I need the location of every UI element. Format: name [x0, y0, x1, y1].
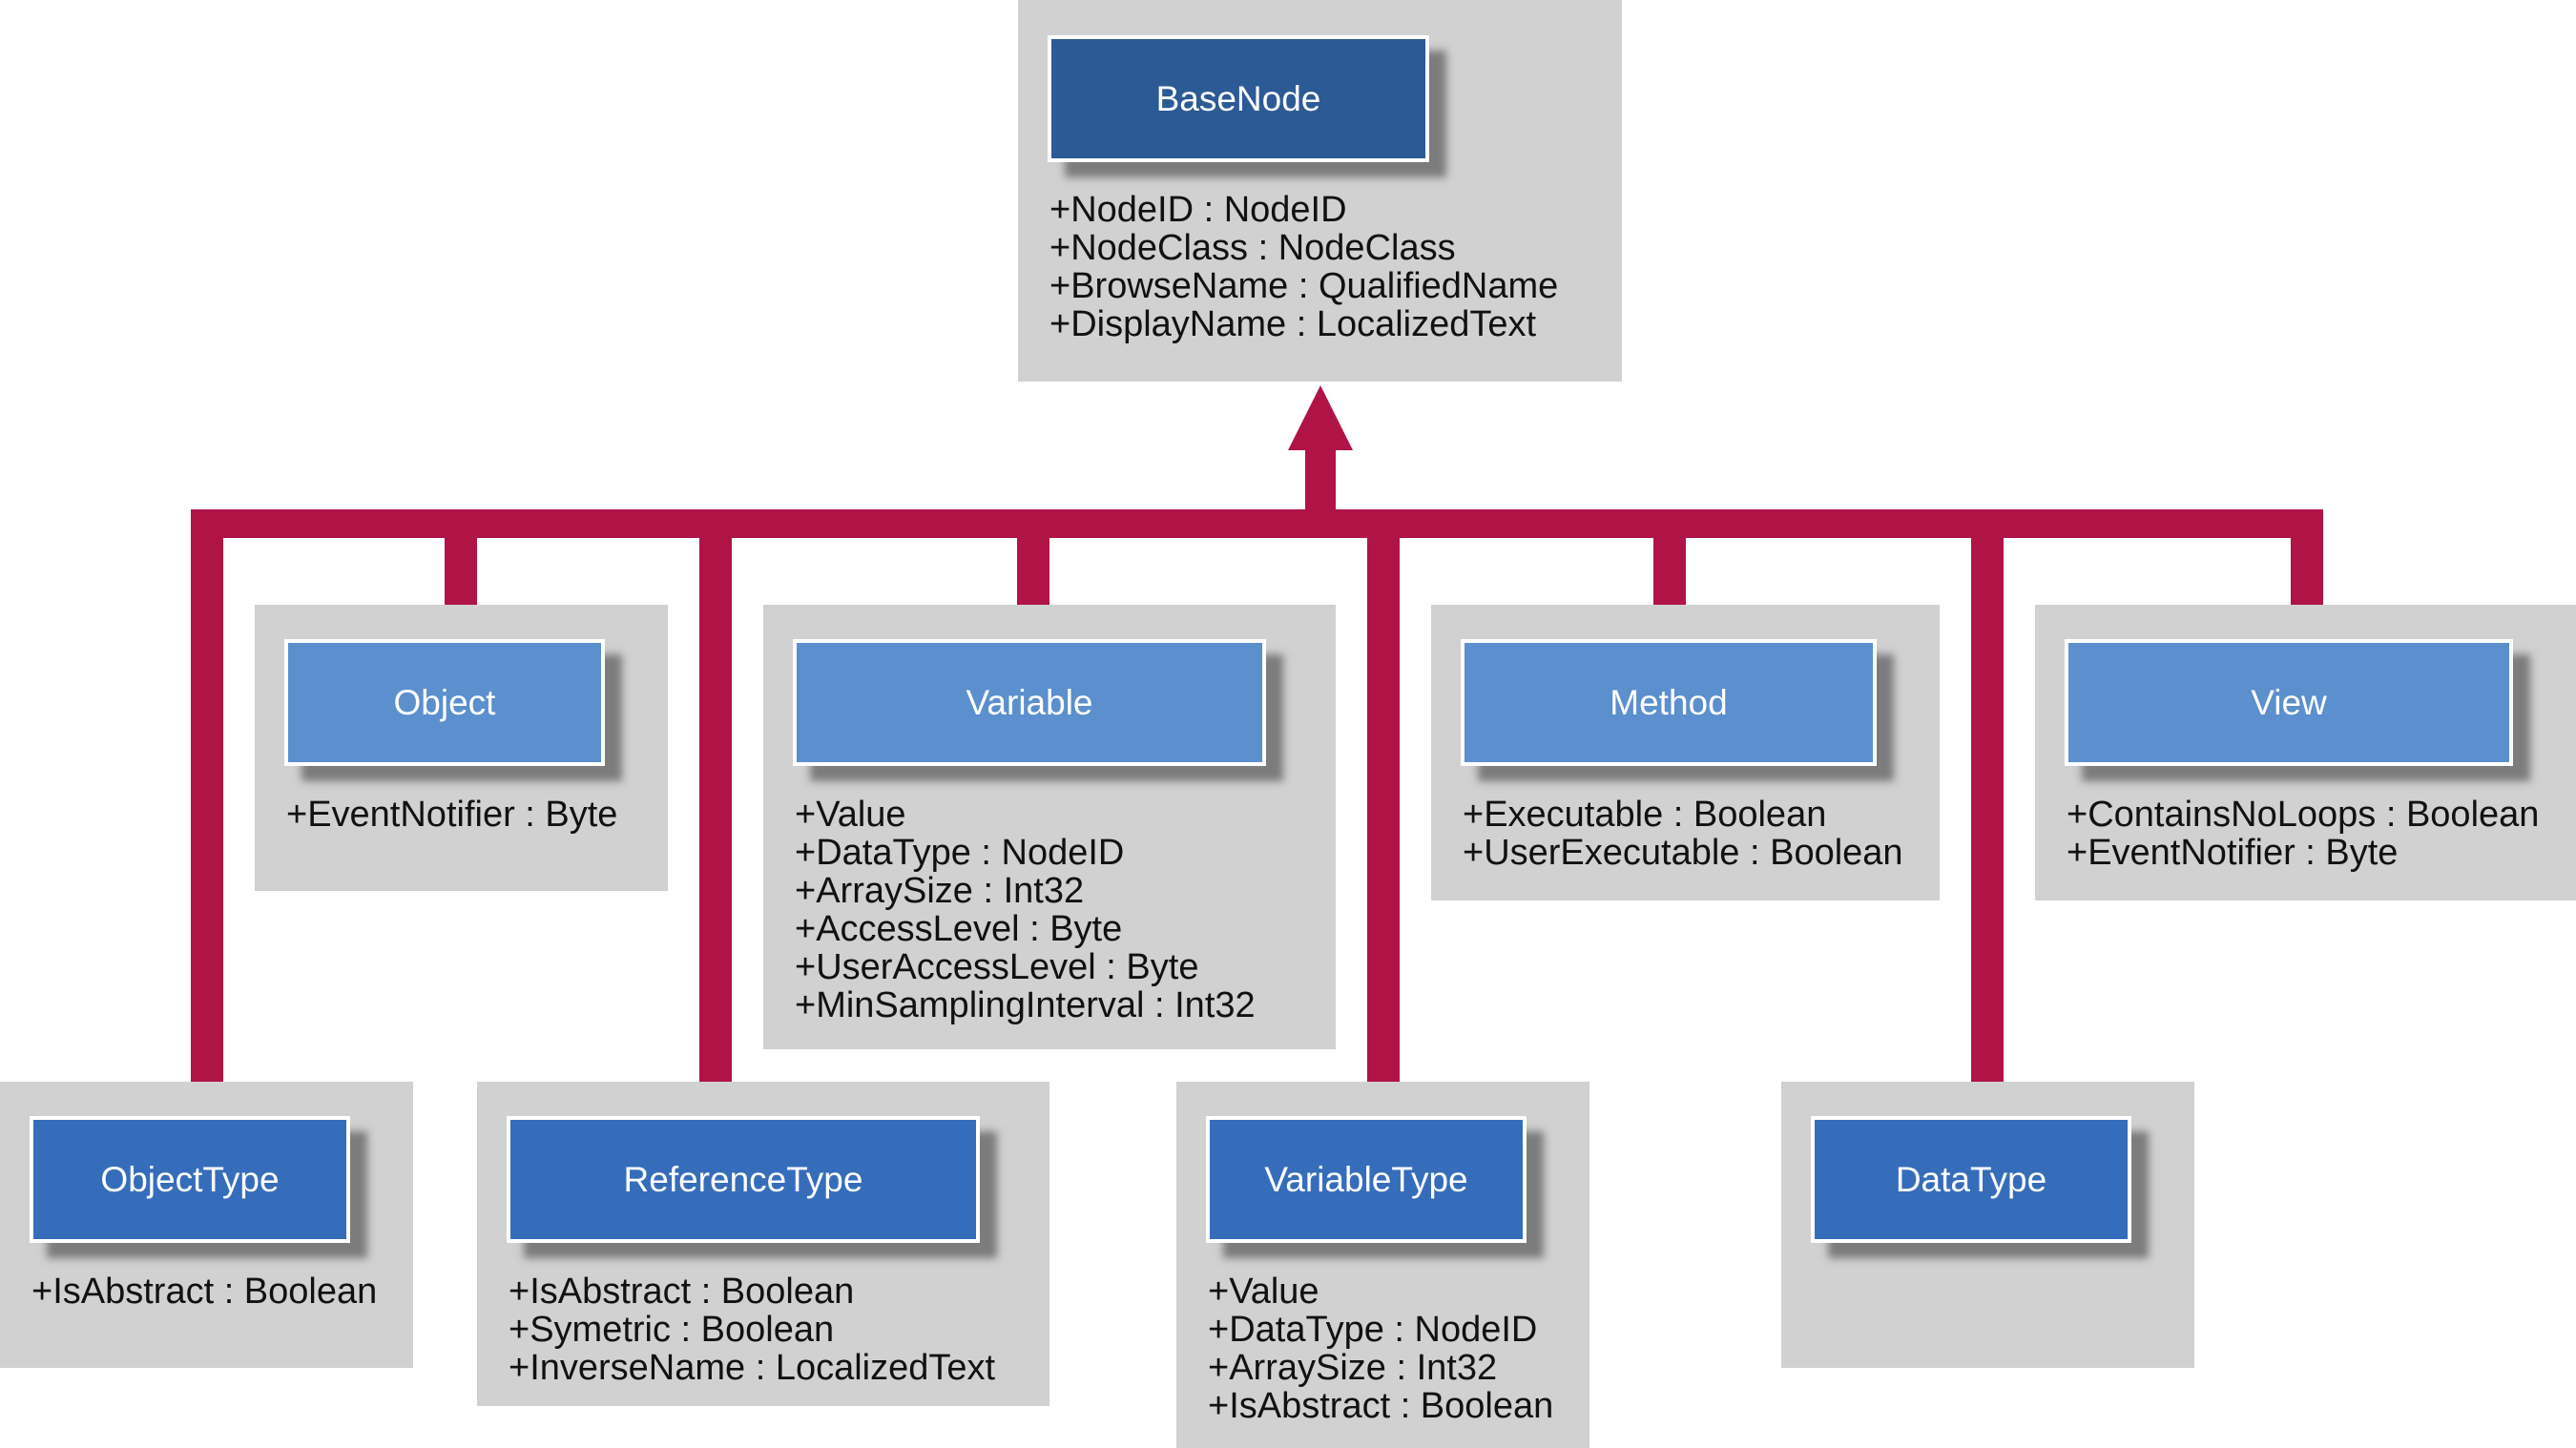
node-referencetype: ReferenceType +IsAbstract : Boolean +Sym…: [477, 1082, 1049, 1406]
attribute-item: +MinSamplingInterval : Int32: [795, 985, 1256, 1025]
attribute-item: +EventNotifier : Byte: [2067, 833, 2399, 873]
node-basenode-header: BaseNode: [1048, 35, 1429, 162]
attribute-item: +IsAbstract : Boolean: [1208, 1386, 1554, 1426]
node-basenode: BaseNode +NodeID : NodeID +NodeClass : N…: [1018, 0, 1622, 382]
attribute-item: +UserExecutable : Boolean: [1463, 833, 1903, 873]
attribute-item: +Executable : Boolean: [1463, 795, 1827, 835]
attribute-item: +UserAccessLevel : Byte: [795, 947, 1199, 987]
attribute-item: +DataType : NodeID: [795, 833, 1125, 873]
node-variabletype-attributes: +Value +DataType : NodeID +ArraySize : I…: [1208, 1272, 1553, 1425]
node-method-attributes: +Executable : Boolean +UserExecutable : …: [1463, 796, 1903, 872]
attribute-item: +Value: [795, 795, 906, 835]
attribute-item: +DataType : NodeID: [1208, 1310, 1538, 1350]
connector-drop-datatype: [1971, 524, 2004, 1084]
node-objecttype-header: ObjectType: [30, 1116, 350, 1243]
attribute-item: +EventNotifier : Byte: [286, 795, 618, 835]
inheritance-arrowhead: [1288, 385, 1353, 450]
node-variable: Variable +Value +DataType : NodeID +Arra…: [763, 605, 1336, 1049]
node-variabletype-header: VariableType: [1206, 1116, 1527, 1243]
attribute-item: +BrowseName : QualifiedName: [1049, 266, 1559, 306]
attribute-item: +ArraySize : Int32: [795, 871, 1085, 911]
node-variable-header: Variable: [793, 639, 1266, 766]
node-basenode-attributes: +NodeID : NodeID +NodeClass : NodeClass …: [1049, 191, 1558, 343]
node-variable-attributes: +Value +DataType : NodeID +ArraySize : I…: [795, 796, 1256, 1024]
connector-drop-view: [2291, 524, 2323, 606]
attribute-item: +NodeID : NodeID: [1049, 190, 1347, 230]
attribute-item: +NodeClass : NodeClass: [1049, 228, 1456, 268]
connector-drop-variable: [1017, 524, 1049, 606]
node-objecttype: ObjectType +IsAbstract : Boolean: [0, 1082, 413, 1368]
attribute-item: +Symetric : Boolean: [509, 1310, 835, 1350]
node-view-attributes: +ContainsNoLoops : Boolean +EventNotifie…: [2067, 796, 2539, 872]
connector-drop-method: [1653, 524, 1686, 606]
connector-bus: [191, 509, 2323, 538]
connector-drop-variabletype: [1367, 524, 1400, 1084]
connector-drop-referencetype: [699, 524, 732, 1084]
attribute-item: +IsAbstract : Boolean: [509, 1272, 855, 1312]
node-view: View +ContainsNoLoops : Boolean +EventNo…: [2035, 605, 2576, 900]
attribute-item: +DisplayName : LocalizedText: [1049, 304, 1537, 344]
node-referencetype-header: ReferenceType: [507, 1116, 980, 1243]
node-view-header: View: [2065, 639, 2513, 766]
connector-drop-object: [445, 524, 477, 606]
node-variabletype: VariableType +Value +DataType : NodeID +…: [1176, 1082, 1589, 1448]
node-object: Object +EventNotifier : Byte: [255, 605, 668, 891]
attribute-item: +InverseName : LocalizedText: [509, 1348, 996, 1388]
node-object-header: Object: [284, 639, 605, 766]
connector-lines: [191, 385, 2323, 1084]
attribute-item: +AccessLevel : Byte: [795, 909, 1123, 949]
attribute-item: +IsAbstract : Boolean: [31, 1272, 378, 1312]
connector-trunk: [1305, 448, 1336, 525]
node-method-header: Method: [1461, 639, 1877, 766]
attribute-item: +Value: [1208, 1272, 1319, 1312]
node-datatype-header: DataType: [1811, 1116, 2131, 1243]
attribute-item: +ContainsNoLoops : Boolean: [2067, 795, 2540, 835]
node-datatype: DataType: [1781, 1082, 2194, 1368]
node-object-attributes: +EventNotifier : Byte: [286, 796, 617, 834]
node-objecttype-attributes: +IsAbstract : Boolean: [31, 1272, 377, 1311]
node-method: Method +Executable : Boolean +UserExecut…: [1431, 605, 1940, 900]
connector-drop-objecttype: [191, 524, 223, 1084]
attribute-item: +ArraySize : Int32: [1208, 1348, 1498, 1388]
node-referencetype-attributes: +IsAbstract : Boolean +Symetric : Boolea…: [509, 1272, 995, 1387]
